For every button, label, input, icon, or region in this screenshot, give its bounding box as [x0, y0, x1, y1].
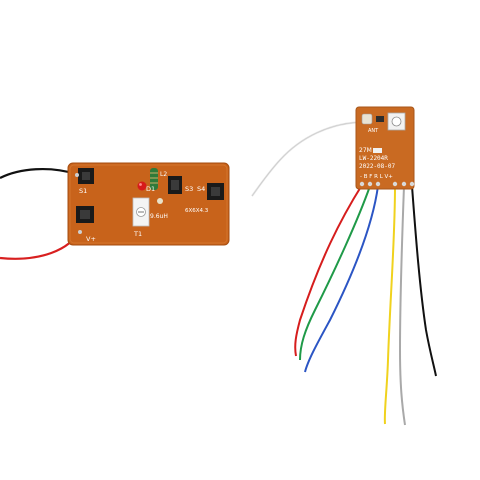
receiver-yellow-wire: [383, 185, 396, 425]
rx-label-date: 2022-08-07: [359, 163, 396, 170]
receiver-green-wire: [299, 185, 371, 361]
tx-button-s3: [168, 176, 182, 194]
rx-label-freq: 27M: [359, 147, 372, 154]
tx-button-s1: [78, 168, 94, 184]
tx-button-s4: [207, 183, 224, 200]
tx-label-s3: S3: [185, 185, 193, 193]
receiver-red-wire: [294, 184, 363, 357]
receiver-trimmer: [387, 112, 406, 131]
receiver-blue-wire: [304, 185, 379, 373]
tx-label-s1: S1: [79, 187, 87, 195]
tx-button-s2: [76, 206, 94, 223]
receiver-black-wire: [411, 185, 437, 377]
transmitter-assembly: S1 D1 L2 S3 S4 9.6uH 6X6X4.3 T1 V+: [0, 162, 230, 260]
tx-label-s4: S4: [197, 185, 205, 193]
receiver-chip: [373, 148, 382, 153]
receiver-antenna-pad: [361, 113, 373, 125]
rx-label-model: LW-2204R: [359, 155, 388, 162]
receiver-pin-pads: [359, 181, 415, 187]
rx-label-pins: - B F R L V+: [360, 174, 393, 180]
receiver-assembly: ANT 27M LW-2204R 2022-08-07 - B F R L V+: [251, 106, 437, 426]
tx-capacitor: [157, 198, 163, 204]
tx-label-l2: L2: [160, 171, 167, 178]
tx-label-button-size: 6X6X4.3: [185, 208, 209, 214]
tx-label-t1: T1: [133, 230, 142, 238]
tx-component-t1: [132, 197, 150, 227]
rx-label-ant: ANT: [368, 128, 379, 134]
receiver-gray-wire: [398, 185, 406, 426]
tx-label-vplus: V+: [86, 235, 96, 243]
tx-label-inductor: 9.6uH: [150, 213, 168, 220]
transmitter-board-sheen: [69, 164, 228, 244]
tx-label-d1: D1: [146, 185, 155, 193]
tx-inductor-l2: [150, 168, 158, 190]
